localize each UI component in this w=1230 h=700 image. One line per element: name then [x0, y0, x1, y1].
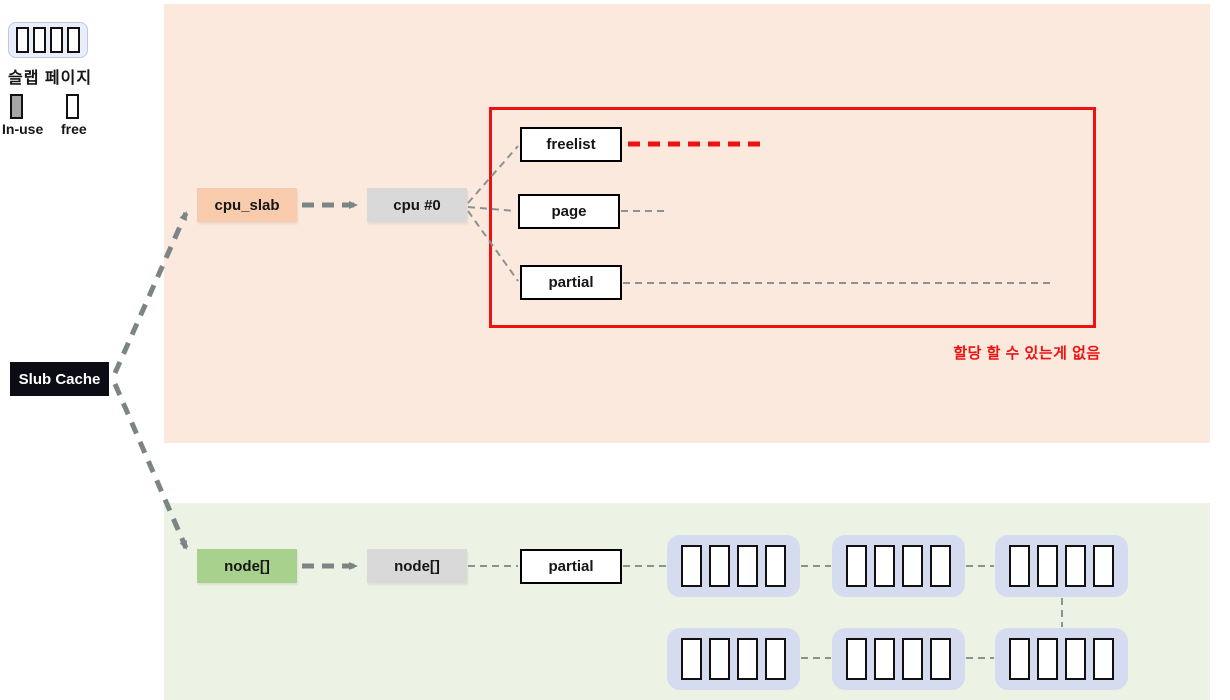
slab-page-cell — [846, 545, 867, 587]
cpu-slab-panel — [164, 4, 1210, 443]
slab-page-cell — [681, 638, 702, 680]
legend-slab-page-group — [8, 22, 88, 58]
slab-page-cell — [709, 638, 730, 680]
legend-slab-page-label: 슬랩 페이지 — [8, 70, 93, 87]
slab-page-cell — [709, 545, 730, 587]
slab-page-group — [995, 628, 1128, 690]
slab-page-cell — [765, 638, 786, 680]
slab-page-cell — [846, 638, 867, 680]
cpu-partial-node: partial — [520, 265, 622, 300]
no-allocation-warning: 할당 할 수 있는게 없음 — [953, 345, 1101, 362]
slab-page-cell — [902, 545, 923, 587]
slab-page-cell — [1009, 638, 1030, 680]
slab-page-group — [667, 628, 800, 690]
legend-page-cell — [16, 27, 29, 53]
slab-page-cell — [874, 638, 895, 680]
cpu0-node: cpu #0 — [367, 188, 467, 222]
slab-page-cell — [930, 638, 951, 680]
legend-page-cell — [50, 27, 63, 53]
node-partial-node: partial — [520, 549, 622, 584]
slub-cache-node: Slub Cache — [10, 362, 109, 396]
slab-page-cell — [1009, 545, 1030, 587]
legend-page-cell — [33, 27, 46, 53]
legend-inuse-label: In-use — [2, 121, 44, 137]
slab-page-cell — [930, 545, 951, 587]
legend-free-label: free — [61, 121, 87, 137]
slab-page-group — [832, 628, 965, 690]
legend-free-swatch — [66, 94, 79, 119]
slab-page-group — [832, 535, 965, 597]
node-array-instance-node: node[] — [367, 549, 467, 583]
slab-page-cell — [737, 545, 758, 587]
slab-page-cell — [1065, 638, 1086, 680]
slab-page-cell — [1093, 638, 1114, 680]
slab-page-group — [667, 535, 800, 597]
page-node: page — [518, 194, 620, 229]
slab-page-cell — [765, 545, 786, 587]
slab-page-cell — [1037, 545, 1058, 587]
slab-page-cell — [681, 545, 702, 587]
slab-page-cell — [1093, 545, 1114, 587]
slab-page-cell — [1065, 545, 1086, 587]
slab-page-cell — [1037, 638, 1058, 680]
slab-page-group — [995, 535, 1128, 597]
node-array-node: node[] — [197, 549, 297, 583]
legend-page-cell — [67, 27, 80, 53]
cpu-slab-node: cpu_slab — [197, 188, 297, 222]
slab-page-cell — [902, 638, 923, 680]
freelist-node: freelist — [520, 127, 622, 162]
slab-page-cell — [737, 638, 758, 680]
legend-inuse-swatch — [10, 94, 23, 119]
empty-cpu-slab-highlight-rect — [489, 107, 1096, 328]
slab-page-cell — [874, 545, 895, 587]
